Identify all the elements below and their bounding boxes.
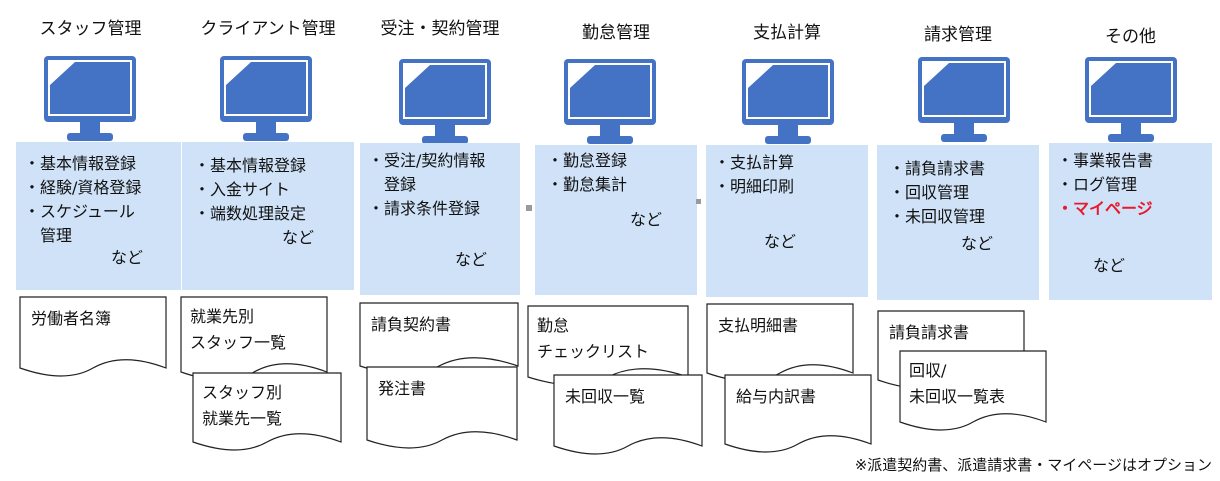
column-title: 勤怠管理 (582, 23, 650, 43)
document-label-line: スタッフ別 (202, 383, 283, 402)
computer-monitor-icon (219, 55, 315, 149)
feature-item: ・請求条件登録 (368, 199, 481, 218)
document-shape: 請負契約書 (359, 302, 519, 376)
etc-label: など (764, 232, 797, 251)
feature-box: ・基本情報登録・入金サイト・端数処理設定 (182, 142, 354, 290)
feature-item: ・明細印刷 (714, 177, 795, 196)
computer-monitor-icon (43, 55, 139, 149)
document-label-line: 回収/ (909, 361, 947, 380)
feature-box: ・基本情報登録・経験/資格登録・スケジュール 管理 (16, 142, 181, 290)
document-label: 労働者名簿 (31, 306, 111, 332)
feature-box: ・請負請求書・回収管理・未回収管理 (877, 145, 1039, 300)
document-label: 勤怠チェックリスト (537, 313, 649, 365)
document-shape: 発注書 (366, 366, 518, 450)
feature-item: ・勤怠登録 (547, 151, 628, 170)
document-shape: 就業先別スタッフ一覧 (180, 296, 328, 382)
document-shape: スタッフ別就業先一覧 (192, 372, 342, 452)
feature-item: 登録 (368, 175, 417, 194)
document-label: 発注書 (378, 376, 426, 402)
document-label-line: 就業先一覧 (202, 409, 283, 428)
feature-item: ・基本情報登録 (194, 156, 307, 175)
feature-box: ・勤怠登録・勤怠集計 (535, 145, 697, 295)
document-label-line: 就業先別 (190, 307, 255, 326)
document-label: スタッフ別就業先一覧 (202, 380, 282, 432)
column-title: スタッフ管理 (39, 19, 142, 39)
feature-item: ・ログ管理 (1057, 175, 1138, 194)
document-label: 請負契約書 (371, 312, 451, 338)
document-label-line: 給与内訳書 (736, 387, 817, 406)
document-label-line: スタッフ一覧 (190, 333, 287, 352)
feature-item: ・請負請求書 (889, 159, 986, 178)
computer-monitor-icon (398, 58, 494, 152)
document-shape: 労働者名簿 (19, 296, 167, 378)
document-label-line: 勤怠 (537, 316, 570, 335)
document-label: 回収/未回収一覧表 (909, 358, 1005, 410)
document-shape: 勤怠チェックリスト (527, 305, 689, 387)
feature-item: ・入金サイト (194, 180, 291, 199)
computer-monitor-icon (563, 58, 659, 152)
column-title: 受注・契約管理 (380, 19, 500, 39)
document-label-line: 請負契約書 (371, 315, 452, 334)
connector-mark (696, 199, 701, 204)
document-label-line: 未回収一覧表 (909, 387, 1006, 406)
feature-item: ・端数処理設定 (194, 204, 307, 223)
feature-box: ・支払計算・明細印刷 (706, 145, 868, 297)
feature-item: ・勤怠集計 (547, 175, 628, 194)
document-label: 請負請求書 (889, 320, 969, 346)
connector-mark (526, 205, 532, 211)
feature-item: ・スケジュール (24, 202, 135, 221)
etc-label: など (282, 228, 315, 247)
feature-item: ・未回収管理 (889, 207, 986, 226)
column-title: 支払計算 (753, 23, 821, 43)
document-label: 未回収一覧 (565, 384, 645, 410)
footnote: ※派遣契約書、派遣請求書・マイページはオプション (854, 456, 1212, 474)
document-label-line: 労働者名簿 (31, 309, 112, 328)
computer-monitor-icon (741, 58, 837, 152)
document-shape: 回収/未回収一覧表 (899, 350, 1047, 432)
column-title: クライアント管理 (200, 19, 336, 39)
etc-label: など (111, 248, 144, 267)
etc-label: など (1093, 256, 1126, 275)
feature-item: ・基本情報登録 (24, 154, 137, 173)
etc-label: など (630, 210, 663, 229)
document-label: 支払明細書 (718, 313, 798, 339)
document-label-line: チェックリスト (537, 342, 650, 361)
etc-label: など (455, 250, 488, 269)
feature-item: ・回収管理 (889, 183, 970, 202)
document-shape: 未回収一覧 (553, 374, 703, 456)
etc-label: など (961, 234, 994, 253)
document-label: 給与内訳書 (736, 384, 816, 410)
document-label-line: 未回収一覧 (565, 387, 646, 406)
document-label-line: 請負請求書 (889, 323, 970, 342)
column-title: その他 (1105, 27, 1156, 47)
feature-item: 管理 (24, 226, 73, 245)
feature-item: ・事業報告書 (1057, 151, 1154, 170)
document-label-line: 支払明細書 (718, 316, 799, 335)
document-shape: 支払明細書 (706, 303, 854, 383)
feature-item: ・支払計算 (714, 153, 795, 172)
document-label: 就業先別スタッフ一覧 (190, 304, 286, 356)
computer-monitor-icon (1084, 56, 1180, 150)
document-shape: 給与内訳書 (724, 374, 872, 454)
computer-monitor-icon (917, 56, 1013, 150)
column-title: 請求管理 (924, 25, 992, 45)
feature-box: ・事業報告書・ログ管理・マイページ (1049, 143, 1212, 300)
feature-item: ・経験/資格登録 (24, 178, 142, 197)
feature-item: ・マイページ (1057, 199, 1153, 218)
feature-box: ・受注/契約情報 登録・請求条件登録 (360, 143, 520, 295)
document-label-line: 発注書 (378, 379, 427, 398)
feature-item: ・受注/契約情報 (368, 151, 486, 170)
